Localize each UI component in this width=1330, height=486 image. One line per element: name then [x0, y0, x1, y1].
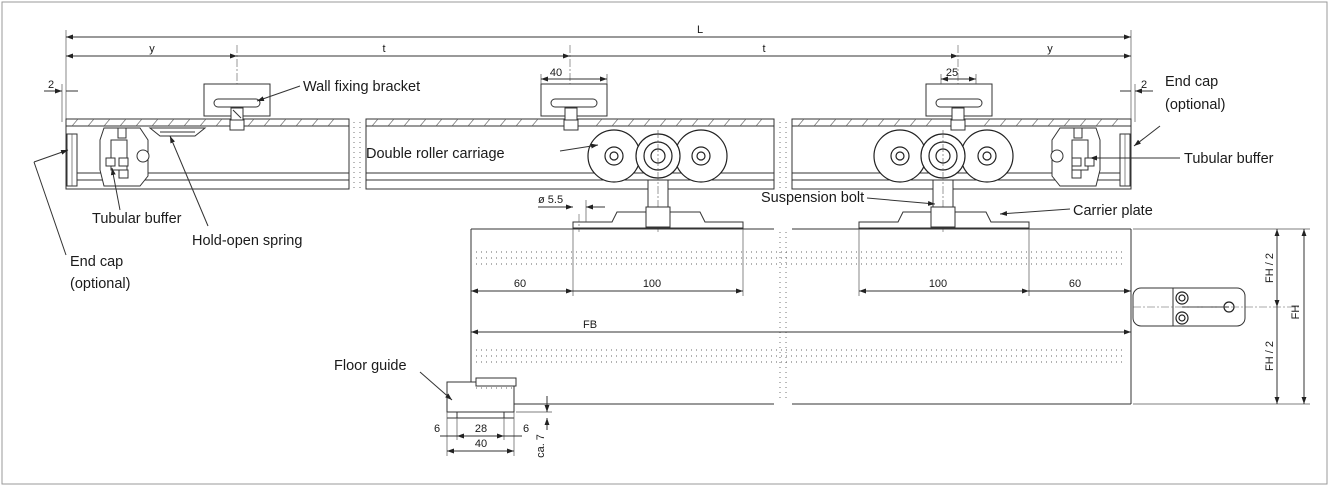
dim-FH-half-top: FH / 2 [1264, 253, 1276, 283]
dim-guide-6-left: 6 [434, 423, 440, 435]
dim-FH: FH [1290, 305, 1302, 320]
dim-gap-right: 2 [1141, 79, 1147, 91]
dimension-FB: FB [471, 319, 1131, 335]
tubular-buffer-left [99, 127, 150, 187]
label-tubular-buffer-left: Tubular buffer [92, 211, 182, 227]
dimension-plate-right: 100 60 [858, 229, 1131, 296]
double-roller-carriage-1 [587, 129, 728, 232]
dim-bracket-25: 25 [946, 67, 958, 79]
label-double-roller-carriage: Double roller carriage [366, 146, 505, 162]
dim-L-label: L [697, 24, 703, 36]
door-handle [1132, 287, 1300, 327]
label-hold-open-spring: Hold-open spring [192, 233, 302, 249]
dimension-gap-left: 2 [44, 79, 78, 122]
dimension-L: L [65, 24, 1132, 120]
dim-t-left: t [382, 43, 385, 55]
dim-right-60: 60 [1069, 278, 1081, 290]
dim-t-right: t [762, 43, 765, 55]
label-end-cap-right: End cap [1165, 74, 1218, 90]
hold-open-spring [148, 127, 207, 137]
carrier-plate-right [858, 206, 1030, 229]
carrier-plate-left [572, 206, 744, 232]
dim-FB: FB [583, 319, 597, 331]
dim-right-100: 100 [929, 278, 947, 290]
dim-bracket-40: 40 [550, 67, 562, 79]
leader-lines [33, 85, 1180, 401]
double-roller-carriage-2 [873, 129, 1014, 232]
dimension-gap-right: 2 [1120, 79, 1153, 122]
dim-guide-6-right: 6 [523, 423, 529, 435]
dim-bolt-dia: ø 5.5 [538, 194, 563, 206]
label-end-cap-left-optional: (optional) [70, 276, 130, 292]
dim-guide-ca7: ca. 7 [535, 434, 547, 458]
dim-FH-half-bottom: FH / 2 [1264, 341, 1276, 371]
dimension-floor-guide: 6 28 6 40 ca. 7 [434, 396, 552, 458]
end-cap-right [1119, 133, 1131, 187]
door-leaf [470, 228, 1132, 405]
label-wall-fixing-bracket: Wall fixing bracket [303, 79, 420, 95]
label-end-cap-right-optional: (optional) [1165, 97, 1225, 113]
label-suspension-bolt: Suspension bolt [761, 190, 864, 206]
end-cap-left [66, 133, 78, 187]
dim-guide-28: 28 [475, 423, 487, 435]
dim-guide-40: 40 [475, 438, 487, 450]
dim-left-100: 100 [643, 278, 661, 290]
dimension-bracket-25: 25 [940, 67, 977, 84]
tubular-buffer-right [1050, 127, 1101, 187]
dim-y-left: y [149, 43, 155, 55]
dim-y-right: y [1047, 43, 1053, 55]
label-tubular-buffer-right: Tubular buffer [1184, 151, 1274, 167]
dim-gap-left: 2 [48, 79, 54, 91]
wall-fixing-bracket-3 [925, 83, 993, 131]
dimension-bracket-40: 40 [540, 67, 608, 84]
dimension-bolt-dia: ø 5.5 [538, 194, 605, 222]
floor-guide [446, 377, 517, 419]
label-carrier-plate: Carrier plate [1073, 203, 1153, 219]
dimension-FH: FH / 2 FH / 2 FH [1133, 228, 1310, 405]
dimension-plate-left: 60 100 [471, 229, 744, 296]
wall-fixing-bracket-2 [540, 83, 608, 131]
label-floor-guide: Floor guide [334, 358, 407, 374]
dim-left-60: 60 [514, 278, 526, 290]
label-end-cap-left: End cap [70, 254, 123, 270]
